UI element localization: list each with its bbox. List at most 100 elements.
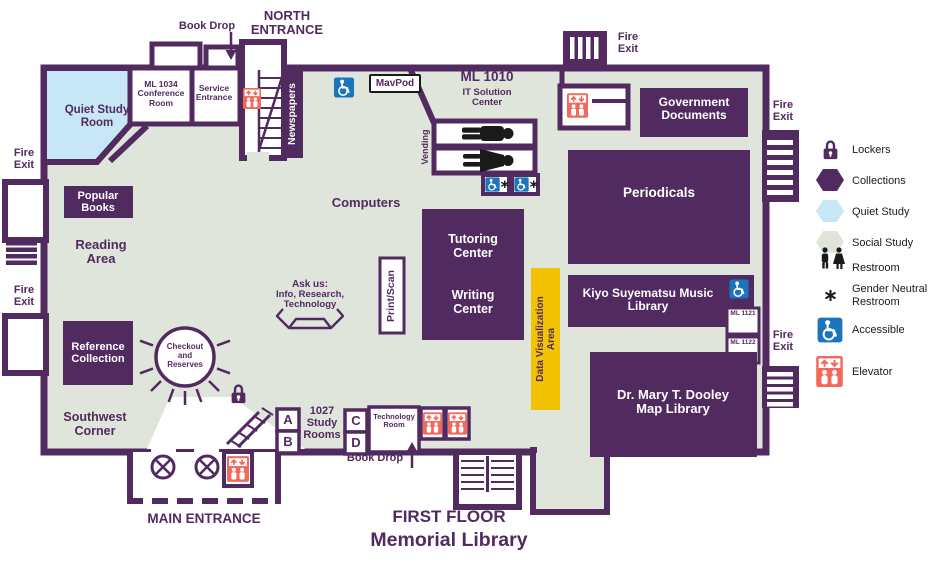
fire-exit-door [2, 179, 49, 243]
northeast-block [557, 31, 748, 137]
accessible-icon [333, 77, 355, 98]
room-c-label: C [351, 413, 361, 428]
music-library-label: Kiyo Suyematsu Music Library [582, 286, 714, 314]
restroom-block [406, 64, 565, 196]
ask-us-block: Ask us: Info, Research, Technology [256, 279, 364, 311]
accessible-icon [729, 279, 749, 299]
checkout-label: Checkout and Reserves [166, 342, 204, 369]
title-floor: FIRST FLOOR [392, 507, 506, 526]
southwest-corner-label: Southwest Corner [63, 410, 127, 438]
music-library-shape [568, 275, 726, 327]
legend-lockers: Lockers [852, 144, 891, 156]
southwest-stairs-icon [225, 407, 274, 449]
ml1121-shape [725, 306, 761, 336]
ask-us-desk-icon [275, 308, 345, 330]
legend-restroom: Restroom [852, 262, 900, 274]
social-study-swatch [816, 231, 844, 253]
vending-label: Vending [420, 129, 431, 165]
restroom-woman-icon [463, 149, 514, 172]
fire-exit-label-right-lower: Fire Exit [772, 329, 794, 354]
elevator-icon [567, 93, 588, 118]
stairs-diagonal [257, 73, 285, 151]
tutoring-writing-shape [422, 209, 524, 340]
elevator-icon [243, 88, 261, 109]
study-rooms-1027-label: 1027 Study Rooms [303, 405, 341, 442]
main-entrance-label: MAIN ENTRANCE [147, 511, 261, 526]
checkout-desk [154, 326, 216, 388]
map-library-label: Dr. Mary T. Dooley Map Library [617, 387, 729, 417]
room-d-shape [343, 430, 369, 456]
room-a-label: A [283, 412, 293, 427]
it-solution-center-label: IT Solution Center [462, 87, 512, 109]
government-documents-shape [640, 88, 748, 137]
periodicals-shape [568, 150, 750, 264]
conference-room-label: ML 1034 Conference Room [137, 79, 185, 108]
lockers-icon [822, 140, 839, 161]
writing-center-label: Writing Center [451, 288, 495, 316]
periodicals-label: Periodicals [622, 185, 696, 200]
book-drop-arrow-top [225, 32, 237, 60]
book-drop-top-label: Book Drop [178, 20, 236, 32]
tutoring-center-label: Tutoring Center [448, 232, 498, 260]
ml1122-label: ML 1122 [730, 339, 756, 346]
ml1121-label: ML 1121 [730, 310, 756, 317]
service-entrance-label: Service Entrance [195, 83, 233, 103]
southeast-extension [530, 447, 610, 515]
legend-elevator: Elevator [852, 366, 893, 378]
elevator-icon [227, 456, 249, 482]
fire-exit-label-left-lower: Fire Exit [13, 284, 35, 309]
room-d-label: D [351, 435, 361, 450]
legend-social-study: Social Study [852, 237, 914, 249]
legend-collections: Collections [852, 175, 906, 187]
legend-icons [816, 140, 845, 387]
elevator-icon [816, 356, 843, 387]
newspapers-label: Newspapers [286, 83, 299, 145]
gender-neutral-icon [825, 290, 836, 301]
room-b-shape [275, 429, 301, 455]
quiet-study-room-shape [41, 65, 150, 165]
quiet-study-swatch [816, 200, 844, 222]
elevator-icon [448, 411, 467, 436]
east-fire-exits [762, 130, 799, 408]
legend-gender-neutral: Gender Neutral Restroom [852, 283, 928, 308]
accessible-icon [485, 177, 500, 192]
accessible-icon [817, 317, 843, 343]
reference-collection-shape [63, 321, 133, 385]
study-rooms-row [275, 405, 471, 456]
technology-room-label: Technology Room [373, 412, 415, 430]
ml1010-label: ML 1010 [460, 69, 514, 84]
fire-exit-label-top: Fire Exit [617, 31, 639, 56]
legend-accessible: Accessible [852, 324, 905, 336]
map-library-shape [590, 352, 757, 457]
elevator-icon [423, 411, 442, 436]
restroom-icon [821, 247, 845, 269]
checkout-area [139, 326, 305, 449]
reading-area-label: Reading Area [75, 237, 127, 267]
stairs-icon [6, 241, 37, 246]
restroom-man-icon [462, 126, 514, 141]
accessible-icon [514, 177, 529, 192]
north-rooms [127, 39, 303, 161]
quiet-study-room-label: Quiet Study Room [64, 104, 130, 129]
main-entrance-vestibule [127, 446, 281, 504]
service-entrance-shape [189, 65, 243, 127]
legend-quiet-study: Quiet Study [852, 206, 910, 218]
newspapers-bar [283, 70, 303, 158]
north-entrance-label: NORTH ENTRANCE [250, 8, 324, 38]
government-documents-label: Government Documents [658, 95, 730, 123]
collections-swatch [816, 169, 844, 191]
fire-exit-label-right-upper: Fire Exit [772, 99, 794, 124]
book-drop-arrow-bottom [406, 442, 418, 468]
fire-exit-label-left-upper: Fire Exit [13, 147, 35, 172]
west-fire-exits [2, 179, 49, 376]
print-scan-shape [378, 256, 406, 335]
ask-us-line3: Technology [283, 299, 337, 311]
book-drop-vestibule [149, 41, 203, 71]
ask-us-line2: Info, Research, [275, 289, 345, 300]
popular-books-label: Popular Books [77, 190, 119, 215]
ask-us-line1: Ask us: [291, 279, 329, 290]
print-scan-label: Print/Scan [385, 270, 398, 322]
book-drop-bottom-label: Book Drop [346, 452, 404, 464]
